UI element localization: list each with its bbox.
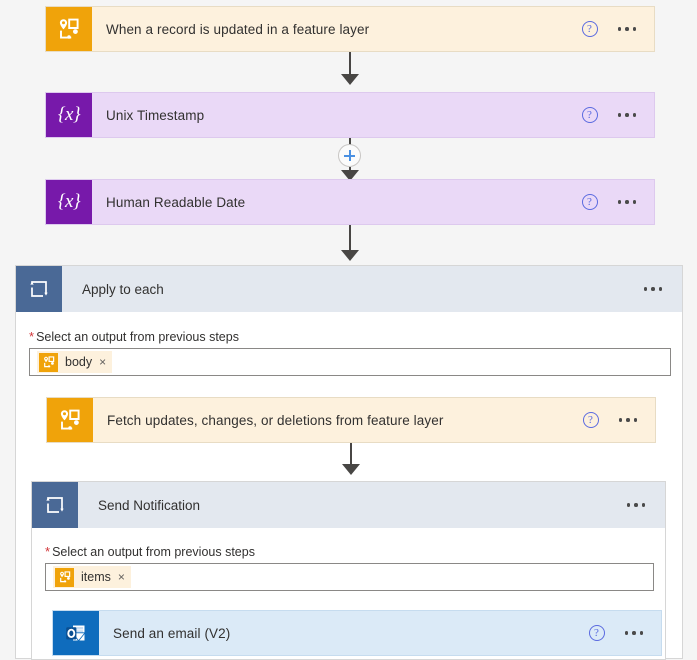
scope-apply-to-each: Apply to each * Select an output from pr… [15,265,683,660]
scope-header-send-notification[interactable]: Send Notification [32,482,665,528]
more-commands-icon[interactable] [618,418,637,422]
token-input-body[interactable]: body × [29,348,671,376]
connector-arrow-icon [341,170,359,181]
connector-arrow-icon [342,464,360,475]
scope-header-apply-to-each[interactable]: Apply to each [16,266,682,312]
more-commands-icon[interactable] [617,113,636,117]
variable-glyph: {x} [57,191,81,212]
token-chip-items[interactable]: items × [53,566,131,588]
field-select-output-body: * Select an output from previous steps b… [29,329,671,376]
step-title: Send an email (V2) [113,625,231,641]
token-remove-icon[interactable]: × [117,570,125,584]
help-icon[interactable]: ? [582,412,599,428]
card-actions: ? [581,180,655,224]
step-card-human-readable-date[interactable]: {x} Human Readable Date ? [45,179,655,225]
help-icon[interactable]: ? [581,194,598,210]
card-actions: ? [581,7,655,51]
connector-arrow-icon [341,250,359,261]
field-select-output-items: * Select an output from previous steps [45,544,654,591]
outlook-icon [53,611,99,655]
arcgis-feature-layer-icon [46,7,92,51]
connector-line [349,52,351,77]
token-chip-body[interactable]: body × [37,351,113,373]
required-marker: * [45,544,51,559]
field-label-text: Select an output from previous steps [36,330,239,344]
insert-step-button[interactable] [338,144,361,167]
variable-expression-icon: {x} [46,93,92,137]
card-actions [626,482,666,528]
more-commands-icon[interactable] [624,631,643,635]
step-card-unix-timestamp[interactable]: {x} Unix Timestamp ? [45,92,655,138]
more-commands-icon[interactable] [643,287,662,291]
connector-line [349,225,351,253]
arcgis-feature-layer-icon [55,567,74,587]
help-icon[interactable]: ? [588,625,605,641]
help-icon[interactable]: ? [581,21,598,37]
token-label: items [81,570,111,584]
required-marker: * [29,329,35,344]
step-card-send-email[interactable]: Send an email (V2) ? [52,610,662,656]
token-input-items[interactable]: items × [45,563,654,591]
card-actions: ? [581,93,655,137]
step-card-trigger[interactable]: When a record is updated in a feature la… [45,6,655,52]
step-title: Human Readable Date [106,194,246,210]
loop-icon [32,482,78,528]
connector-line [350,443,352,468]
step-title: When a record is updated in a feature la… [106,21,370,37]
variable-expression-icon: {x} [46,180,92,224]
more-commands-icon[interactable] [617,27,636,31]
more-commands-icon[interactable] [617,200,636,204]
field-label: * Select an output from previous steps [29,329,671,344]
step-title: Fetch updates, changes, or deletions fro… [107,412,444,428]
card-actions: ? [582,398,656,442]
card-actions [643,266,683,312]
connector-arrow-icon [341,74,359,85]
connector-line [349,138,351,145]
field-label-text: Select an output from previous steps [52,545,255,559]
token-label: body [65,355,93,369]
token-remove-icon[interactable]: × [99,355,107,369]
more-commands-icon[interactable] [626,503,645,507]
card-actions: ? [588,611,662,655]
scope-send-notification: Send Notification * Select an output fro… [31,481,666,660]
arcgis-feature-layer-icon [47,398,93,442]
step-card-fetch-updates[interactable]: Fetch updates, changes, or deletions fro… [46,397,656,443]
scope-title: Send Notification [98,497,201,513]
scope-title: Apply to each [82,281,164,297]
field-label: * Select an output from previous steps [45,544,654,559]
help-icon[interactable]: ? [581,107,598,123]
variable-glyph: {x} [57,104,81,125]
step-title: Unix Timestamp [106,107,205,123]
loop-icon [16,266,62,312]
arcgis-feature-layer-icon [39,352,58,372]
